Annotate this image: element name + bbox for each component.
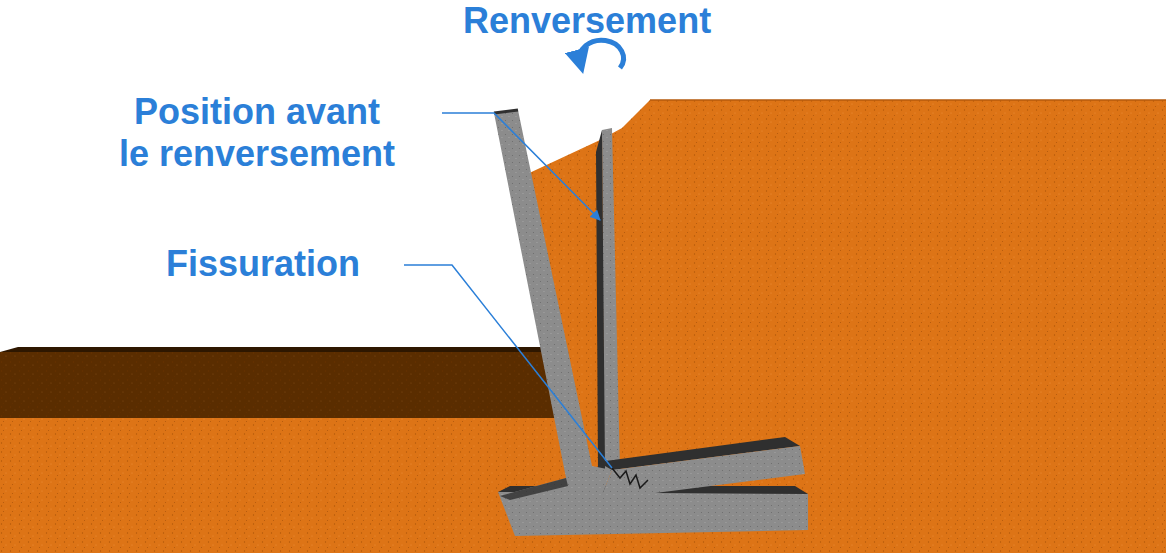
rotation-arrow — [580, 40, 624, 68]
title-label: Renversement — [463, 0, 711, 42]
topsoil-layer — [0, 347, 560, 418]
callout-label: Position avant le renversement — [82, 91, 432, 175]
callout-label: Fissuration — [166, 243, 360, 285]
leader-line — [404, 265, 612, 468]
leader-line — [442, 113, 600, 220]
wall-after — [494, 110, 805, 512]
crack — [612, 468, 648, 488]
